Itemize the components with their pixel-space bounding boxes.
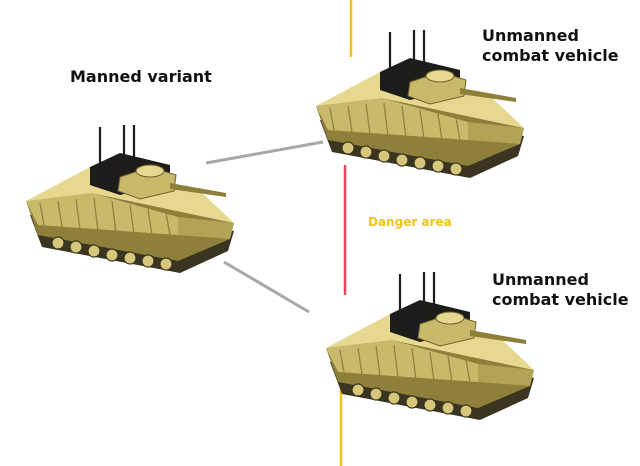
- ucv-bottom-label-line1: Unmanned: [492, 270, 589, 289]
- link-line-to-bottom-ucv: [223, 260, 310, 314]
- unmanned-vehicle-bottom-label: Unmanned combat vehicle: [492, 270, 629, 310]
- manned-variant-label: Manned variant: [70, 67, 212, 86]
- manned-vehicle: [24, 123, 236, 275]
- ucv-top-label-line2: combat vehicle: [482, 46, 619, 65]
- link-line-to-top-ucv: [205, 140, 324, 165]
- ucv-bottom-label-line2: combat vehicle: [492, 290, 629, 309]
- unmanned-vehicle-top-label: Unmanned combat vehicle: [482, 26, 619, 66]
- ucv-top-label-line1: Unmanned: [482, 26, 579, 45]
- danger-area-label: Danger area: [368, 215, 452, 229]
